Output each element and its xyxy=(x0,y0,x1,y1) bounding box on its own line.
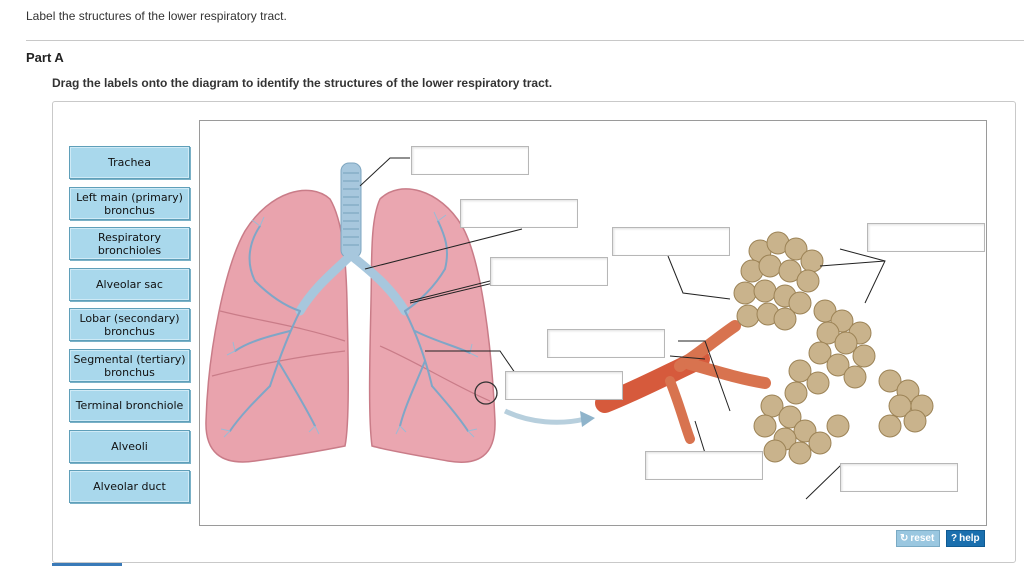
label-terminal-bronchiole[interactable]: Terminal bronchiole xyxy=(69,389,190,422)
question-instruction: Label the structures of the lower respir… xyxy=(26,9,287,23)
label-respiratory-bronchioles[interactable]: Respiratory bronchioles xyxy=(69,227,190,260)
lungs-illustration xyxy=(205,157,934,500)
arrow-icon xyxy=(580,411,595,427)
drop-target-3[interactable] xyxy=(490,257,608,286)
label-left-main-bronchus[interactable]: Left main (primary) bronchus xyxy=(69,187,190,220)
reset-button[interactable]: ↻ reset xyxy=(896,530,941,547)
drop-target-1[interactable] xyxy=(411,146,529,175)
right-lung-icon xyxy=(205,189,349,463)
bottom-tab-indicator xyxy=(52,563,122,566)
drop-target-4[interactable] xyxy=(505,371,623,400)
trachea-icon xyxy=(340,162,362,259)
left-lung-icon xyxy=(368,188,496,463)
label-alveolar-duct[interactable]: Alveolar duct xyxy=(69,470,190,503)
label-segmental-bronchus[interactable]: Segmental (tertiary) bronchus xyxy=(69,349,190,382)
reset-label: reset xyxy=(910,533,935,544)
label-alveolar-sac[interactable]: Alveolar sac xyxy=(69,268,190,301)
drop-target-5[interactable] xyxy=(612,227,730,256)
drop-target-7[interactable] xyxy=(867,223,985,252)
help-button[interactable]: ? help xyxy=(946,530,985,547)
part-prompt: Drag the labels onto the diagram to iden… xyxy=(52,76,553,90)
drop-target-9[interactable] xyxy=(840,463,958,492)
drop-target-6[interactable] xyxy=(547,329,665,358)
help-icon: ? xyxy=(951,533,958,544)
label-lobar-bronchus[interactable]: Lobar (secondary) bronchus xyxy=(69,308,190,341)
label-trachea[interactable]: Trachea xyxy=(69,146,190,179)
divider xyxy=(26,40,1024,41)
respiratory-diagram xyxy=(199,120,987,526)
help-label: help xyxy=(959,533,980,544)
drop-target-8[interactable] xyxy=(645,451,763,480)
reset-icon: ↻ xyxy=(900,533,909,544)
label-alveoli[interactable]: Alveoli xyxy=(69,430,190,463)
part-title: Part A xyxy=(26,50,64,65)
drop-target-2[interactable] xyxy=(460,199,578,228)
magnify-circle-icon xyxy=(474,381,498,405)
alveoli-icon xyxy=(733,231,934,465)
